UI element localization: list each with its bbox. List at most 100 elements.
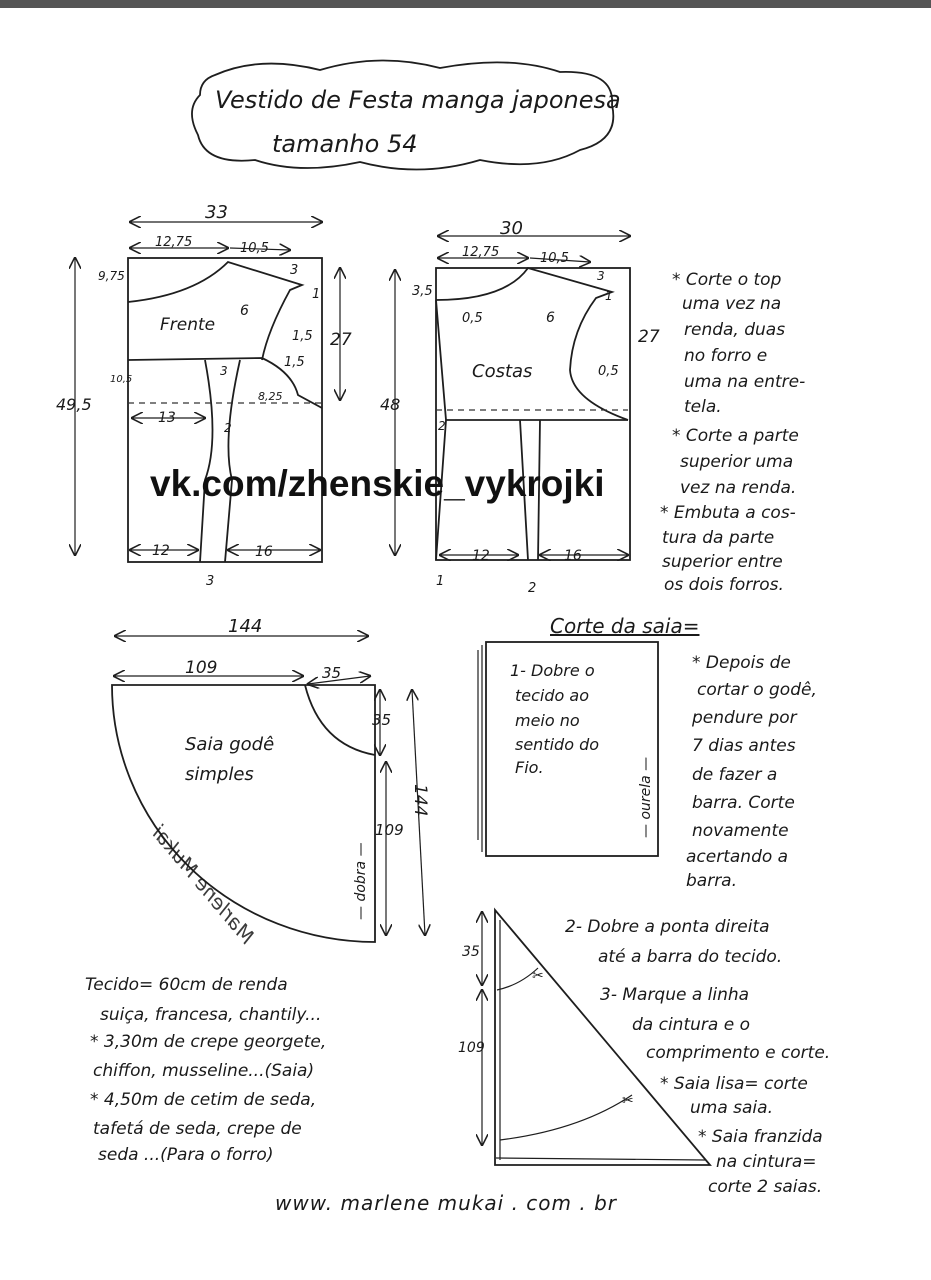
step-line: 1- Dobre o [510, 661, 595, 680]
fabric-line: suiça, francesa, chantily... [100, 1005, 321, 1025]
dim-label: 6 [240, 303, 249, 319]
title-cloud: Vestido de Festa manga japonesa tamanho … [191, 59, 621, 171]
note-line: barra. Corte [692, 793, 795, 813]
dim-label: 1 [436, 574, 444, 589]
dim-label: 12 [472, 548, 490, 564]
skirt-heading: Corte da saia= [550, 614, 699, 638]
dim-label: 27 [638, 327, 660, 347]
dim-label: 12,75 [155, 235, 192, 250]
step-line: 3- Marque a linha [600, 985, 749, 1005]
skirt-notes: * Depois de cortar o godê, pendure por 7… [686, 653, 817, 891]
fabric-line: Tecido= 60cm de renda [85, 975, 288, 995]
piece-label: Saia godê [185, 734, 274, 755]
note-line: * Depois de [692, 653, 791, 673]
dim-label: 109 [375, 821, 404, 839]
note-line: * Corte o top [672, 270, 782, 290]
dim-label: 1,5 [292, 329, 313, 344]
back-pattern-piece: 30 12,75 10,5 48 3,5 3 1 0,5 6 27 Costas… [380, 218, 660, 596]
note-line: vez na renda. [680, 478, 796, 498]
note-line: superior uma [680, 452, 793, 472]
note-line: superior entre [662, 552, 783, 572]
watermark: vk.com/zhenskie_vykrojki [150, 463, 605, 504]
step-line: da cintura e o [632, 1015, 750, 1035]
step-line: uma saia. [690, 1098, 773, 1118]
dim-label: 10,5 [540, 251, 569, 266]
fabric-requirements: Tecido= 60cm de renda suiça, francesa, c… [85, 975, 326, 1165]
note-line: uma na entre- [684, 372, 805, 392]
dim-label: 10,5 [240, 241, 269, 256]
piece-label: Frente [160, 315, 215, 335]
dim-label: 30 [500, 218, 523, 239]
dim-label: 1,5 [284, 355, 305, 370]
front-pattern-piece: 33 12,75 10,5 49,5 27 9,75 10,5 Frente 6… [56, 202, 352, 589]
dim-label: 35 [372, 711, 391, 729]
note-line: novamente [692, 821, 789, 841]
selvage-label: — ourela — [638, 757, 654, 838]
dim-label: 2 [224, 421, 232, 435]
dim-label: 8,25 [258, 390, 283, 403]
cutting-notes: * Corte o top uma vez na renda, duas no … [660, 270, 805, 595]
website-url: www. marlene mukai . com . br [275, 1191, 618, 1215]
dim-label: 3 [220, 364, 228, 378]
step-line: até a barra do tecido. [598, 947, 782, 967]
dim-label: 1 [605, 289, 613, 303]
dim-label: 48 [380, 395, 400, 414]
dim-label: 12 [152, 543, 170, 559]
note-line: cortar o godê, [697, 680, 817, 700]
folded-fabric-diagram: 1- Dobre o tecido ao meio no sentido do … [477, 641, 659, 857]
step-line: 2- Dobre a ponta direita [565, 917, 770, 937]
step-line: meio no [515, 711, 580, 730]
fabric-line: * 4,50m de cetim de seda, [90, 1090, 316, 1110]
note-line: de fazer a [692, 765, 777, 785]
note-line: no forro e [684, 346, 767, 366]
dim-label: 16 [255, 544, 273, 560]
dim-label: 144 [228, 616, 262, 637]
note-line: tura da parte [662, 528, 774, 548]
signature: Marlene Mukai [147, 820, 260, 948]
fabric-line: * 3,30m de crepe georgete, [90, 1032, 326, 1052]
piece-label: Costas [472, 361, 532, 382]
dim-label: 2 [528, 581, 536, 596]
dim-label: 9,75 [98, 269, 125, 283]
step-line: * Saia franzida [698, 1127, 823, 1147]
dim-label: 49,5 [56, 395, 92, 414]
piece-label: simples [185, 764, 254, 785]
dim-label: 13 [158, 410, 176, 426]
dim-label: 109 [458, 1040, 485, 1056]
step-line: * Saia lisa= corte [660, 1074, 808, 1094]
note-line: 7 dias antes [692, 736, 796, 756]
dim-label: 27 [330, 330, 352, 350]
note-line: pendure por [691, 708, 798, 728]
dim-label: 3 [290, 263, 298, 278]
scissors-icon: ✂ [532, 968, 544, 984]
note-line: acertando a [686, 847, 788, 867]
note-line: * Corte a parte [672, 426, 799, 446]
step-line: comprimento e corte. [646, 1043, 830, 1063]
folded-triangle-diagram: ✂ ✂ 35 109 [458, 907, 712, 1166]
dim-label: 6 [546, 310, 555, 326]
dim-label: 0,5 [462, 311, 483, 326]
dim-label: 33 [205, 202, 228, 223]
dim-label: 3,5 [412, 284, 433, 299]
note-line: uma vez na [682, 294, 781, 314]
fabric-line: chiffon, musseline...(Saia) [93, 1061, 314, 1081]
title-line-2: tamanho 54 [272, 130, 417, 158]
fabric-line: seda ...(Para o forro) [98, 1145, 273, 1165]
note-line: tela. [684, 397, 722, 417]
title-line-1: Vestido de Festa manga japonesa [215, 86, 621, 114]
note-line: * Embuta a cos- [660, 503, 796, 523]
step-line: tecido ao [515, 686, 589, 705]
dim-label: 2 [438, 419, 446, 433]
scan-edge [0, 0, 931, 8]
dim-label: 10,5 [110, 374, 132, 385]
fabric-line: tafetá de seda, crepe de [93, 1119, 302, 1139]
step-line: corte 2 saias. [708, 1177, 822, 1197]
circle-skirt-pattern: 144 109 35 35 144 109 Saia godê simples … [111, 616, 430, 948]
dim-label: 0,5 [598, 364, 619, 379]
dim-label: 3 [206, 574, 214, 589]
step-line: sentido do [515, 735, 599, 754]
dim-label: 3 [597, 269, 605, 283]
dim-label: 35 [462, 944, 480, 960]
dim-label: 35 [322, 664, 341, 682]
